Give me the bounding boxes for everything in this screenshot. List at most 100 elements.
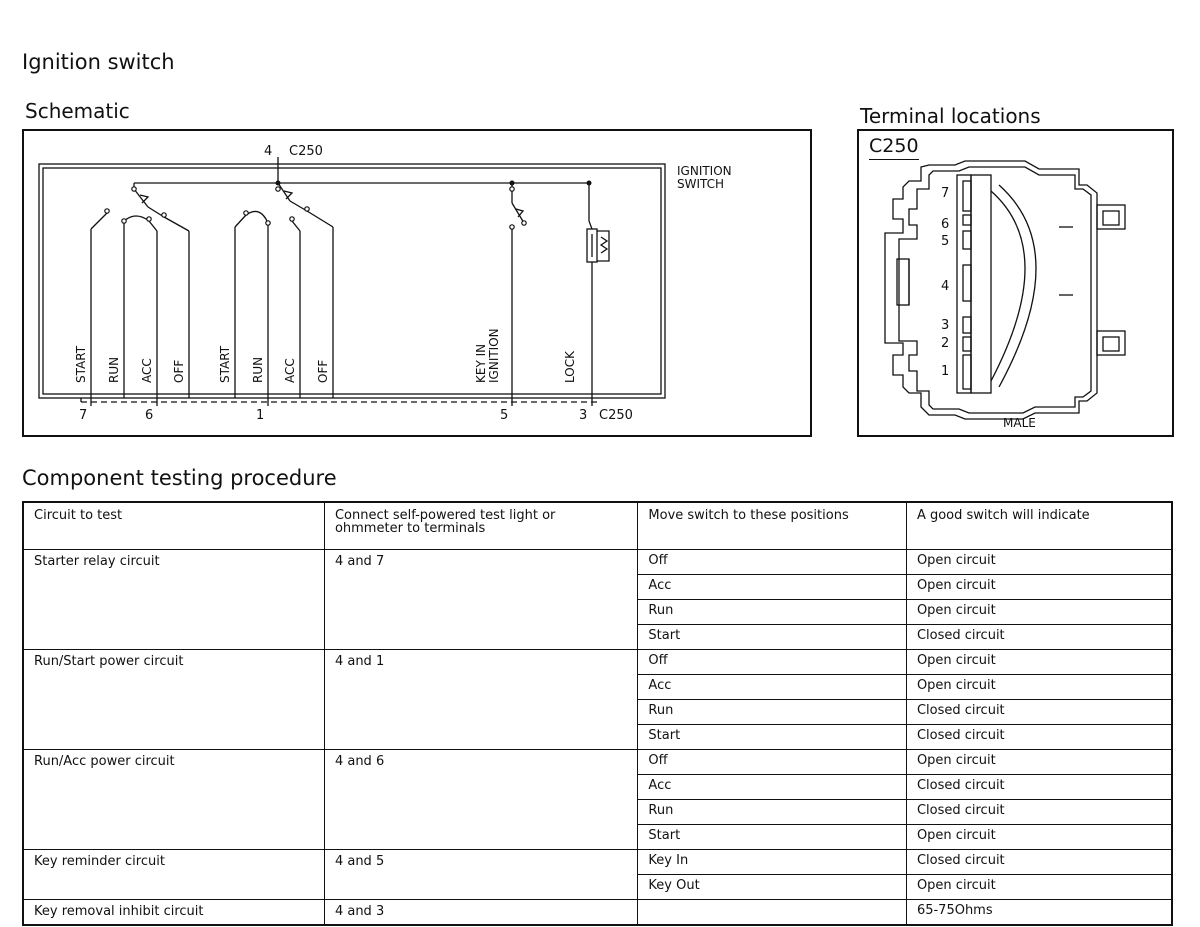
bottom-connector-label: C250 (599, 408, 633, 423)
label-key-in: KEY IN (474, 344, 488, 383)
terminals-cell: 4 and 7 (323, 549, 639, 650)
position-cell: Start (637, 624, 907, 650)
position-cell: Off (637, 549, 907, 575)
switch-housing-outer (38, 163, 666, 399)
schematic-heading: Schematic (25, 99, 130, 123)
terminals-cell: 4 and 1 (323, 649, 639, 750)
result-cell: Closed circuit (905, 774, 1173, 800)
pin-label-2: 2 (941, 336, 949, 351)
position-cell: Run (637, 799, 907, 825)
result-cell: Closed circuit (905, 849, 1173, 875)
schematic-diagram: 4 C250 IGNITION SWITCH START RUN ACC OFF… (38, 144, 732, 423)
position-cell (637, 899, 907, 926)
result-cell: Closed circuit (905, 724, 1173, 750)
position-cell: Start (637, 824, 907, 850)
label-ignition: IGNITION (487, 328, 501, 383)
header-move: Move switch to these positions (637, 501, 907, 550)
wiper-2 (277, 182, 291, 202)
top-connector-label: C250 (289, 144, 323, 159)
result-cell: Open circuit (905, 574, 1173, 600)
bottom-pin-6: 6 (145, 408, 153, 423)
position-cell: Acc (637, 674, 907, 700)
pin-label-5: 5 (941, 234, 949, 249)
position-cell: Key Out (637, 874, 907, 900)
pin-label-3: 3 (941, 318, 949, 333)
bottom-pin-3: 3 (579, 408, 587, 423)
position-cell: Off (637, 649, 907, 675)
pin-label-4: 4 (941, 279, 949, 294)
bottom-pin-1: 1 (256, 408, 264, 423)
page-title: Ignition switch (22, 50, 175, 74)
circuit-cell: Starter relay circuit (22, 549, 325, 650)
result-cell: Open circuit (905, 599, 1173, 625)
position-cell: Key In (637, 849, 907, 875)
terminal-connector-title: C250 (869, 135, 919, 160)
terminal-panel: C250 (857, 129, 1174, 437)
bottom-pin-5: 5 (500, 408, 508, 423)
label-run-1: RUN (107, 357, 121, 383)
terminals-cell: 4 and 3 (323, 899, 639, 926)
bridge-1 (123, 215, 150, 222)
circuit-cell: Run/Acc power circuit (22, 749, 325, 850)
position-cell: Start (637, 724, 907, 750)
result-cell: Open circuit (905, 674, 1173, 700)
result-cell: Open circuit (905, 549, 1173, 575)
device-label-2: SWITCH (677, 177, 724, 191)
latch-tab-top (1096, 204, 1126, 230)
pin-label-6: 6 (941, 217, 949, 232)
latch-tab-bottom (1096, 330, 1126, 356)
label-acc-2: ACC (283, 358, 297, 383)
result-cell: Open circuit (905, 824, 1173, 850)
switch-housing-inner (42, 167, 662, 395)
position-cell: Run (637, 699, 907, 725)
circuit-cell: Key reminder circuit (22, 849, 325, 900)
header-circuit: Circuit to test (22, 501, 325, 550)
connector-housing-inner (898, 166, 1092, 414)
circuit-cell: Key removal inhibit circuit (22, 899, 325, 926)
position-cell: Run (637, 599, 907, 625)
table-header-row: Circuit to test Connect self-powered tes… (22, 501, 1173, 550)
procedure-table: Circuit to test Connect self-powered tes… (22, 501, 1173, 926)
wiper-1 (133, 188, 149, 208)
bottom-pin-7: 7 (79, 408, 87, 423)
header-connect: Connect self-powered test light or ohmme… (323, 501, 639, 550)
terminal-heading: Terminal locations (860, 104, 1041, 128)
label-run-2: RUN (251, 357, 265, 383)
result-cell: Closed circuit (905, 799, 1173, 825)
device-label-1: IGNITION (677, 164, 732, 178)
label-lock: LOCK (563, 350, 577, 383)
label-start-1: START (74, 345, 88, 383)
procedure-heading: Component testing procedure (22, 466, 337, 490)
key-contact (511, 202, 525, 224)
bridge-2 (245, 210, 269, 224)
gender-label: MALE (1003, 416, 1036, 430)
connector-drawing: 7 6 5 4 3 2 1 MALE (884, 160, 1126, 430)
terminals-cell: 4 and 6 (323, 749, 639, 850)
position-cell: Off (637, 749, 907, 775)
label-off-2: OFF (316, 360, 330, 383)
terminals-cell: 4 and 5 (323, 849, 639, 900)
result-cell: 65-75Ohms (905, 899, 1173, 926)
result-cell: Open circuit (905, 649, 1173, 675)
schematic-panel: 4 C250 IGNITION SWITCH START RUN ACC OFF… (22, 129, 812, 437)
result-cell: Closed circuit (905, 699, 1173, 725)
result-cell: Closed circuit (905, 624, 1173, 650)
circuit-cell: Run/Start power circuit (22, 649, 325, 750)
connector-housing-outline (884, 160, 1098, 420)
pin-cavity-column (956, 174, 972, 394)
header-indicate: A good switch will indicate (905, 501, 1173, 550)
result-cell: Open circuit (905, 874, 1173, 900)
position-cell: Acc (637, 774, 907, 800)
result-cell: Open circuit (905, 749, 1173, 775)
label-off-1: OFF (172, 360, 186, 383)
label-start-2: START (218, 345, 232, 383)
